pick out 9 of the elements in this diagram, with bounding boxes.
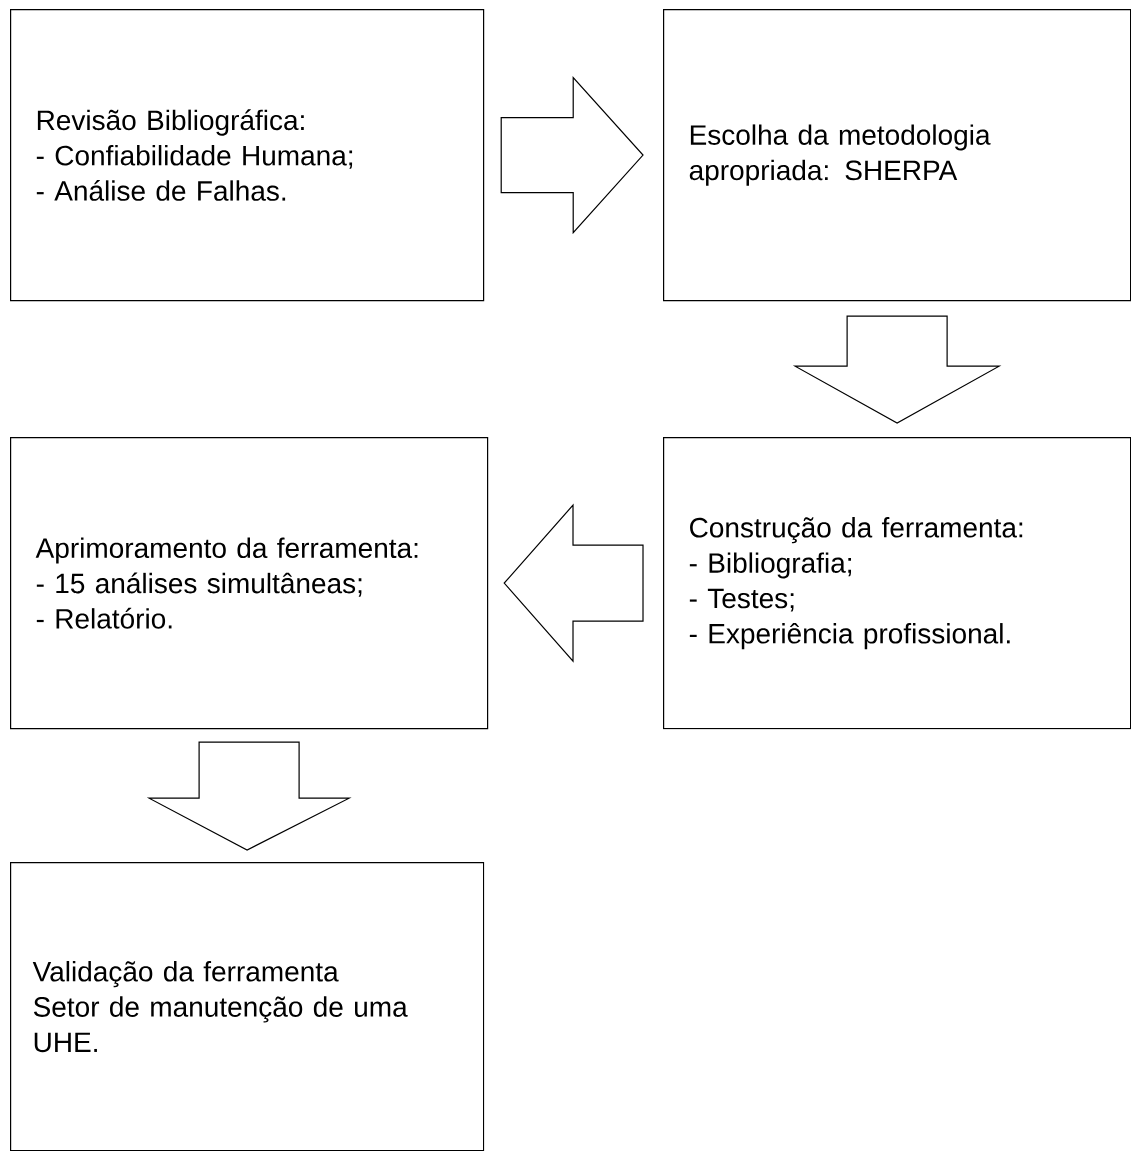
block-arrow <box>503 503 644 663</box>
process-box: Revisão Bibliográfica: - Confiabilidade Humana; - Análise de Falhas. <box>10 9 485 302</box>
process-box: Construção da ferramenta: - Bibliografia; - Testes; - Experiência profissional. <box>663 437 1131 730</box>
process-box: Validação da ferramenta Setor de manutenção de uma UHE. <box>10 862 485 1151</box>
block-arrow <box>500 76 644 235</box>
process-box: Escolha da metodologia apropriada: SHERPA <box>663 9 1131 302</box>
process-box: Aprimoramento da ferramenta: - 15 análises simultâneas; - Relatório. <box>10 437 489 730</box>
block-arrow <box>792 315 1002 424</box>
block-arrow <box>146 741 352 851</box>
